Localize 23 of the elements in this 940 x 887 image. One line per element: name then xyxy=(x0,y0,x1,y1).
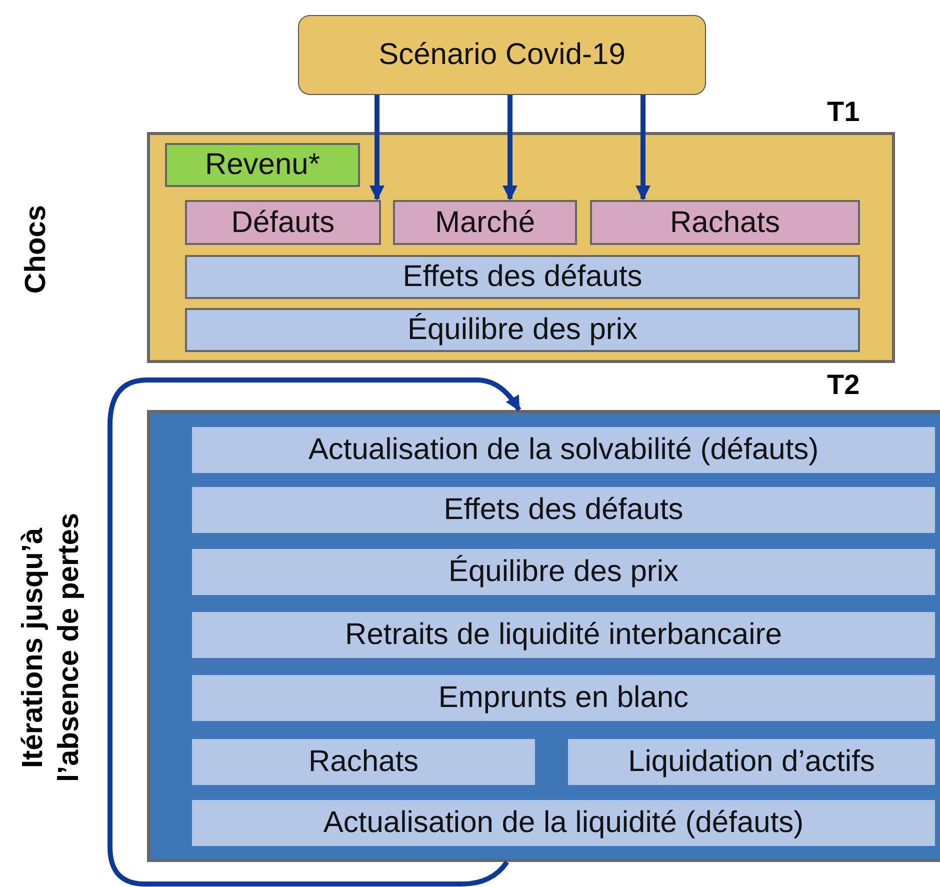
process-box: Marché xyxy=(393,200,577,245)
process-box: Emprunts en blanc xyxy=(192,675,935,721)
side-label: Itérations jusqu’à l’absence de pertes xyxy=(16,512,86,784)
arrow xyxy=(502,95,518,200)
arrow xyxy=(636,95,650,200)
process-box: Effets des défauts xyxy=(192,487,935,533)
rounded-box: Scénario Covid-19 xyxy=(298,15,706,95)
process-box: Effets des défauts xyxy=(185,255,860,299)
process-box: Retraits de liquidité interbancaire xyxy=(192,612,935,658)
process-box: Liquidation d’actifs xyxy=(568,739,935,785)
process-box: Équilibre des prix xyxy=(185,308,860,352)
process-box: Actualisation de la liquidité (défauts) xyxy=(192,800,935,846)
process-box: Défauts xyxy=(185,200,381,245)
group-heading: T2 xyxy=(827,370,860,400)
side-label: Chocs xyxy=(19,205,53,294)
process-box: Rachats xyxy=(192,739,535,785)
loop-arrow xyxy=(108,378,522,886)
process-box: Rachats xyxy=(590,200,860,245)
process-box: Équilibre des prix xyxy=(192,549,935,595)
process-box: Actualisation de la solvabilité (défauts) xyxy=(192,427,935,473)
process-box: Revenu* xyxy=(165,143,360,187)
group-heading: T1 xyxy=(827,97,860,127)
arrow xyxy=(370,95,384,200)
